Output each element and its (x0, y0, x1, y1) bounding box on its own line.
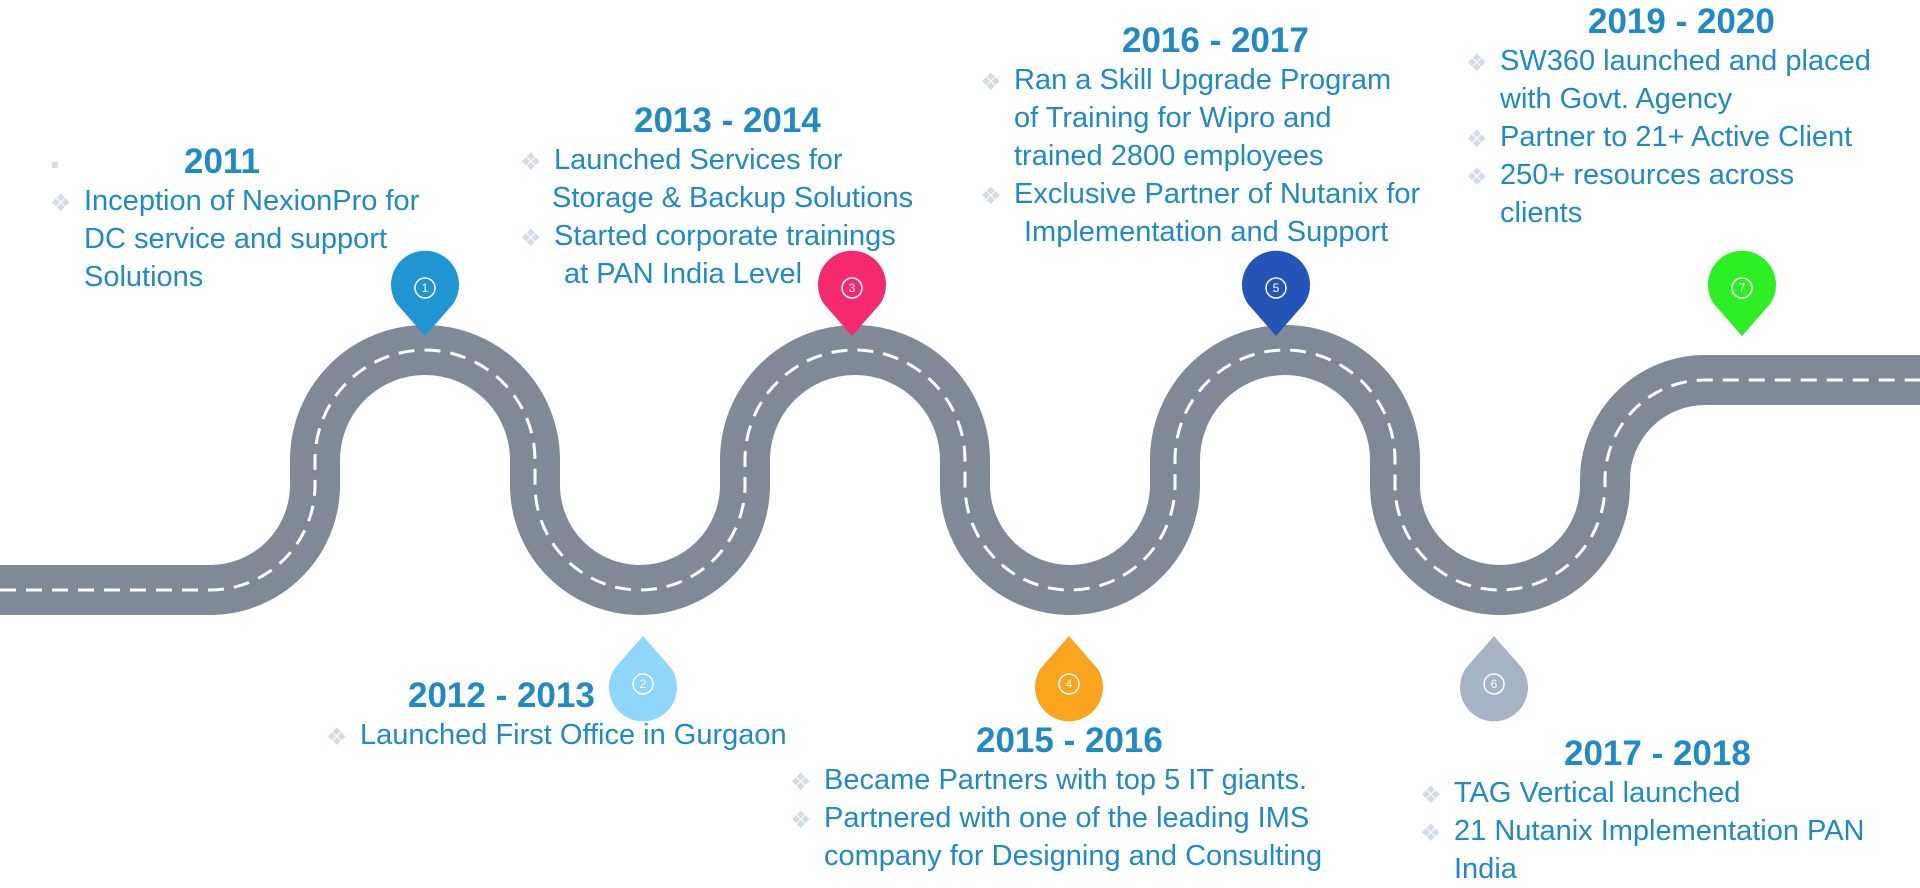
milestone-year: 2016 - 2017 (1122, 21, 1309, 60)
milestone-item: ❖Inception of NexionPro for (50, 182, 419, 220)
marker-7: 7 (1708, 250, 1776, 336)
milestone-item: ❖Launched Services for (520, 141, 913, 179)
milestone-item: Solutions (84, 261, 204, 293)
marker-number: 6 (1491, 677, 1498, 691)
diamond-bullet-icon: ❖ (790, 807, 812, 834)
marker-4: 4 (1035, 636, 1103, 722)
diamond-bullet-icon: ❖ (326, 724, 348, 751)
marker-number: 7 (1739, 281, 1746, 295)
milestone-item: ❖Launched First Office in Gurgaon (326, 716, 787, 754)
milestone-item: DC service and support (84, 223, 388, 255)
milestone-item: ❖SW360 launched and placed (1466, 42, 1871, 80)
milestone-item: with Govt. Agency (1500, 83, 1733, 115)
road-center-line (0, 348, 1920, 592)
diamond-bullet-icon: ❖ (520, 149, 542, 176)
marker-5: 5 (1242, 250, 1310, 336)
diamond-bullet-icon: ❖ (980, 183, 1002, 210)
diamond-bullet-icon: ❖ (1466, 164, 1488, 191)
marker-number: 3 (849, 281, 856, 295)
milestone-year: 2017 - 2018 (1564, 734, 1751, 773)
milestone-year: 2012 - 2013 (408, 676, 595, 715)
milestone-item: ❖250+ resources across (1466, 156, 1871, 194)
diamond-bullet-icon: ❖ (1466, 126, 1488, 153)
diamond-bullet-icon: ❖ (50, 190, 72, 217)
marker-number: 5 (1273, 281, 1280, 295)
milestone-item: ❖Exclusive Partner of Nutanix for (980, 175, 1420, 213)
diamond-bullet-icon: ❖ (520, 225, 542, 252)
milestone-item: clients (1500, 197, 1583, 229)
milestone-item: company for Designing and Consulting (824, 840, 1323, 872)
milestone-item: ❖Partner to 21+ Active Client (1466, 118, 1871, 156)
milestone-year: 2013 - 2014 (634, 101, 821, 140)
diamond-bullet-icon: ❖ (790, 769, 812, 796)
milestone-year: 2011 (184, 142, 260, 181)
milestone-2015-2016: 2015 - 2016 ❖Became Partners with top 5 … (790, 721, 1322, 875)
milestone-item: ❖Ran a Skill Upgrade Program (980, 61, 1420, 99)
milestone-item: ❖21 Nutanix Implementation PAN (1420, 812, 1865, 850)
marker-number: 2 (640, 677, 647, 691)
milestone-2017-2018: 2017 - 2018 ❖TAG Vertical launched ❖21 N… (1420, 734, 1865, 888)
marker-3: 3 (818, 250, 886, 336)
marker-6: 6 (1460, 636, 1528, 722)
milestone-item: trained 2800 employees (1014, 140, 1324, 172)
milestone-item: ❖Became Partners with top 5 IT giants. (790, 761, 1322, 799)
milestone-year: 2015 - 2016 (976, 721, 1163, 760)
marker-1: 1 (391, 250, 459, 336)
milestone-2011: 2011 ❖Inception of NexionPro for DC serv… (50, 142, 419, 296)
milestone-2012-2013: 2012 - 2013 ❖Launched First Office in Gu… (326, 676, 787, 754)
milestone-item: of Training for Wipro and (1014, 102, 1332, 134)
marker-2: 2 (609, 636, 677, 722)
milestone-year: 2019 - 2020 (1588, 2, 1775, 41)
milestone-item: at PAN India Level (564, 258, 803, 290)
milestone-item: ❖TAG Vertical launched (1420, 774, 1865, 812)
slide-dot (52, 162, 58, 168)
milestone-item: ❖Partnered with one of the leading IMS (790, 799, 1322, 837)
milestone-2013-2014: 2013 - 2014 ❖Launched Services for Stora… (520, 101, 913, 293)
diamond-bullet-icon: ❖ (1420, 782, 1442, 809)
marker-number: 1 (422, 281, 429, 295)
marker-number: 4 (1066, 677, 1073, 691)
milestone-item: ❖Started corporate trainings (520, 217, 913, 255)
diamond-bullet-icon: ❖ (980, 69, 1002, 96)
milestone-item: Storage & Backup Solutions (552, 182, 914, 214)
milestone-2016-2017: 2016 - 2017 ❖Ran a Skill Upgrade Program… (980, 21, 1420, 251)
milestone-item: India (1454, 853, 1517, 885)
diamond-bullet-icon: ❖ (1420, 820, 1442, 847)
diamond-bullet-icon: ❖ (1466, 50, 1488, 77)
milestone-2019-2020: 2019 - 2020 ❖SW360 launched and placed w… (1466, 2, 1871, 232)
milestone-item: Implementation and Support (1024, 216, 1389, 248)
